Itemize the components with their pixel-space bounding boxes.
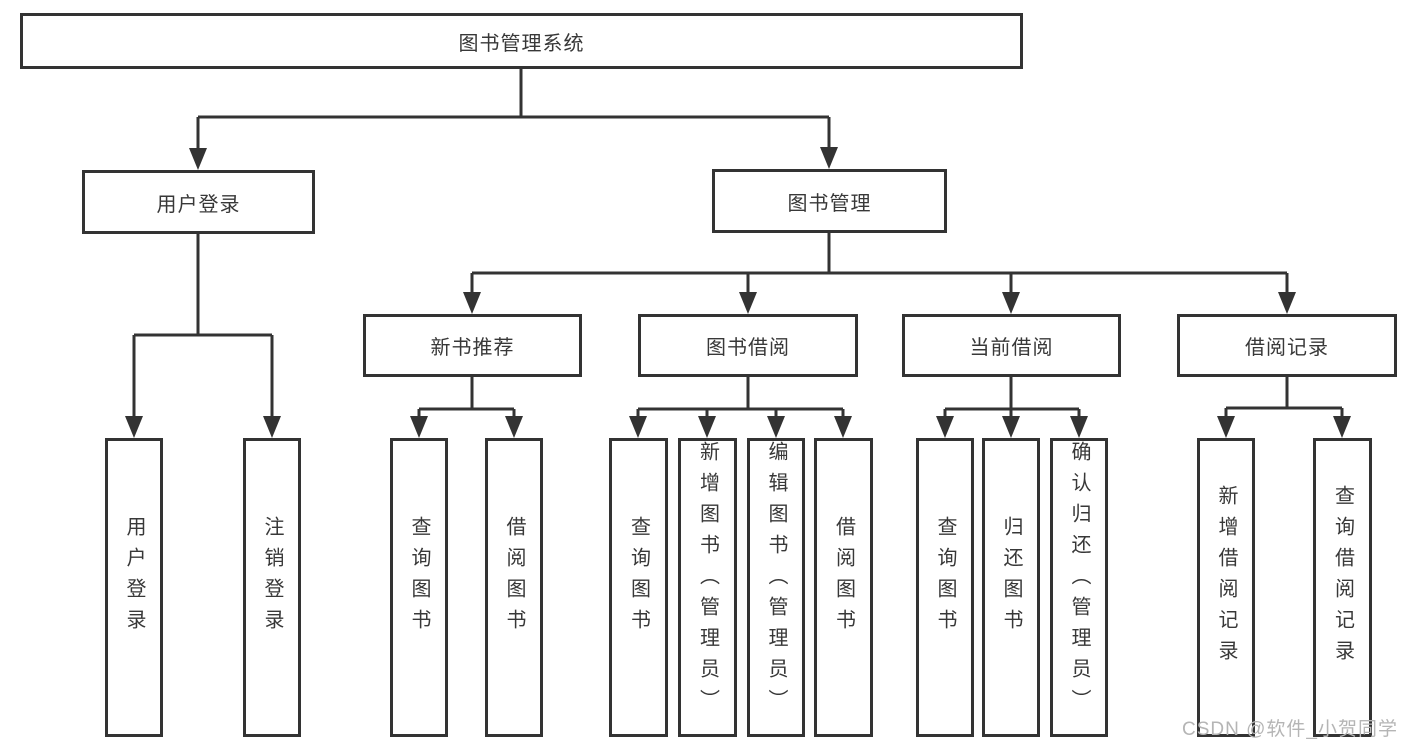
arrow-down-icon [767, 416, 785, 438]
node-book-borrowing: 图书借阅 [638, 314, 858, 377]
leaf-borrow-books-recommend: 借阅图书 [485, 438, 543, 737]
arrow-down-icon [1217, 416, 1235, 438]
leaf-return-book: 归还图书 [982, 438, 1040, 737]
arrow-down-icon [629, 416, 647, 438]
arrow-down-icon [936, 416, 954, 438]
arrow-down-icon [1070, 416, 1088, 438]
arrow-down-icon [834, 416, 852, 438]
leaf-query-books-borrowing: 查询图书 [609, 438, 668, 737]
leaf-add-borrow-record: 新增借阅记录 [1197, 438, 1255, 737]
arrow-down-icon [463, 292, 481, 314]
leaf-edit-book-admin: 编辑图书（管理员） [747, 438, 805, 737]
watermark: CSDN @软件_小贺同学 [1182, 719, 1398, 740]
connector-root [189, 69, 838, 170]
arrow-down-icon [1002, 416, 1020, 438]
arrow-down-icon [698, 416, 716, 438]
node-user-login: 用户登录 [82, 170, 315, 234]
node-new-book-recommend: 新书推荐 [363, 314, 582, 377]
arrow-down-icon [1333, 416, 1351, 438]
arrow-down-icon [505, 416, 523, 438]
connector-new-book-recommend [410, 377, 523, 438]
arrow-down-icon [125, 416, 143, 438]
leaf-confirm-return-admin: 确认归还（管理员） [1050, 438, 1108, 737]
arrow-down-icon [410, 416, 428, 438]
connector-user-login [125, 234, 281, 438]
arrow-down-icon [1002, 292, 1020, 314]
arrow-down-icon [263, 416, 281, 438]
leaf-query-books-recommend: 查询图书 [390, 438, 448, 737]
connector-book-borrowing [629, 377, 852, 438]
arrow-down-icon [820, 147, 838, 169]
leaf-query-books-current: 查询图书 [916, 438, 974, 737]
connector-current-borrowing [936, 377, 1088, 438]
arrow-down-icon [1278, 292, 1296, 314]
arrow-down-icon [189, 148, 207, 170]
leaf-query-borrow-record: 查询借阅记录 [1313, 438, 1372, 737]
leaf-add-book-admin: 新增图书（管理员） [678, 438, 737, 737]
leaf-borrow-books-borrowing: 借阅图书 [814, 438, 873, 737]
arrow-down-icon [739, 292, 757, 314]
node-library-system: 图书管理系统 [20, 13, 1023, 69]
leaf-logout: 注销登录 [243, 438, 301, 737]
node-borrowing-records: 借阅记录 [1177, 314, 1397, 377]
node-current-borrowing: 当前借阅 [902, 314, 1121, 377]
connector-book-management [463, 233, 1296, 314]
node-book-management: 图书管理 [712, 169, 947, 233]
connector-borrowing-records [1217, 377, 1351, 438]
leaf-user-login: 用户登录 [105, 438, 163, 737]
